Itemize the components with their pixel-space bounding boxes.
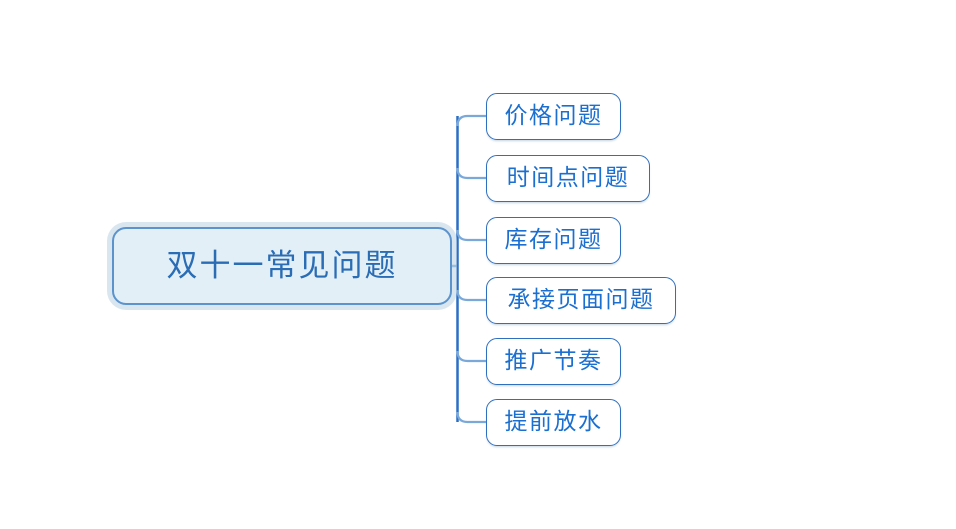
child-node-3-label: 库存问题 — [504, 227, 603, 253]
connector-branch-1 — [456, 114, 487, 127]
child-node-2-label: 时间点问题 — [506, 165, 630, 191]
child-node-4-label: 承接页面问题 — [507, 287, 655, 313]
child-node-1-label: 价格问题 — [504, 103, 603, 129]
connector-branch-2 — [456, 167, 487, 180]
child-node-5[interactable]: 推广节奏 — [486, 338, 621, 385]
child-node-6[interactable]: 提前放水 — [486, 399, 621, 446]
child-node-4[interactable]: 承接页面问题 — [486, 277, 676, 324]
connector-branch-6 — [456, 411, 487, 424]
root-node-label: 双十一常见问题 — [166, 247, 398, 284]
connector-branch-5 — [456, 350, 487, 363]
child-node-6-label: 提前放水 — [504, 409, 603, 435]
child-node-2[interactable]: 时间点问题 — [486, 155, 650, 202]
child-node-3[interactable]: 库存问题 — [486, 217, 621, 264]
child-node-5-label: 推广节奏 — [504, 348, 603, 374]
root-node[interactable]: 双十一常见问题 — [112, 227, 452, 305]
child-node-1[interactable]: 价格问题 — [486, 93, 621, 140]
connector-branch-3 — [456, 229, 487, 242]
connector-branch-4 — [456, 289, 487, 302]
